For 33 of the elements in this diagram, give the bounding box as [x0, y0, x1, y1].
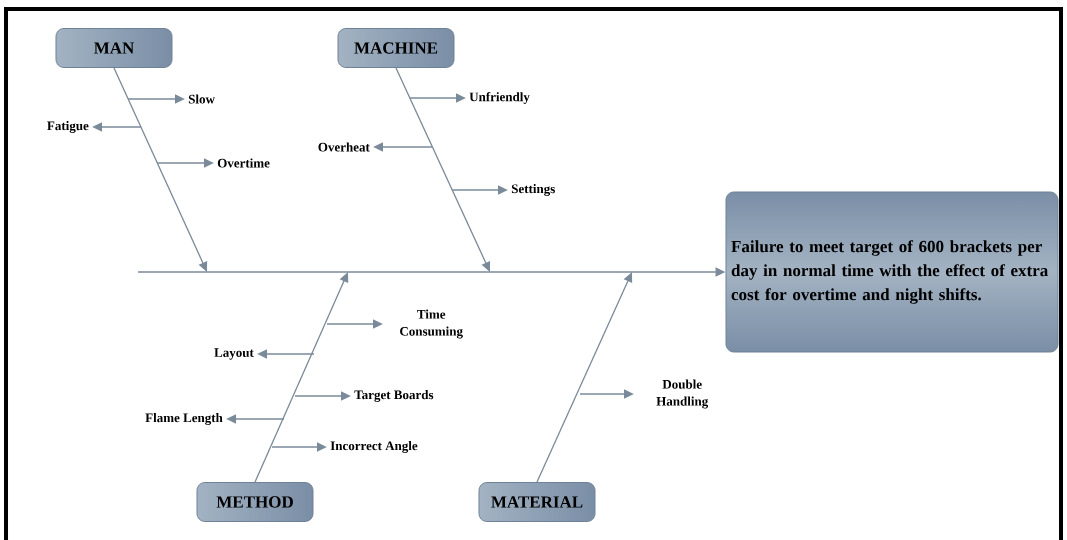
arrow	[92, 122, 142, 132]
arrow	[373, 142, 433, 152]
cause-label: Layout	[214, 348, 254, 360]
arrow	[113, 67, 208, 272]
arrow	[156, 158, 214, 168]
arrow	[294, 391, 351, 401]
cause-label: Overtime	[217, 158, 270, 168]
cause-label: Slow	[188, 94, 215, 104]
cause-label: Flame Length	[145, 413, 223, 425]
cause-label: Incorrect Angle	[330, 441, 418, 453]
cause-label: Double Handling	[656, 379, 709, 409]
arrow	[451, 185, 508, 195]
category-box: METHOD	[196, 482, 314, 522]
cause-label: Overheat	[318, 142, 370, 152]
arrow	[127, 94, 185, 104]
arrow	[579, 389, 634, 399]
arrow	[409, 93, 466, 103]
cause-label: Settings	[511, 184, 555, 196]
category-box: MAN	[55, 28, 173, 68]
cause-label: Fatigue	[47, 121, 89, 133]
cause-label: Time Consuming	[400, 309, 463, 339]
effect-box: Failure to meet target of 600 brackets per day in normal time with the effect of extra cost for overtime and night shifts.	[725, 191, 1059, 353]
arrow	[395, 67, 491, 272]
category-box: MATERIAL	[478, 482, 596, 522]
arrow	[536, 272, 633, 483]
arrow	[271, 442, 327, 452]
arrow	[254, 272, 349, 483]
arrow	[226, 414, 285, 424]
cause-label: Unfriendly	[469, 92, 530, 104]
arrow	[257, 349, 315, 359]
category-box: MACHINE	[337, 28, 455, 68]
arrow	[326, 319, 383, 329]
cause-label: Target Boards	[354, 390, 434, 402]
